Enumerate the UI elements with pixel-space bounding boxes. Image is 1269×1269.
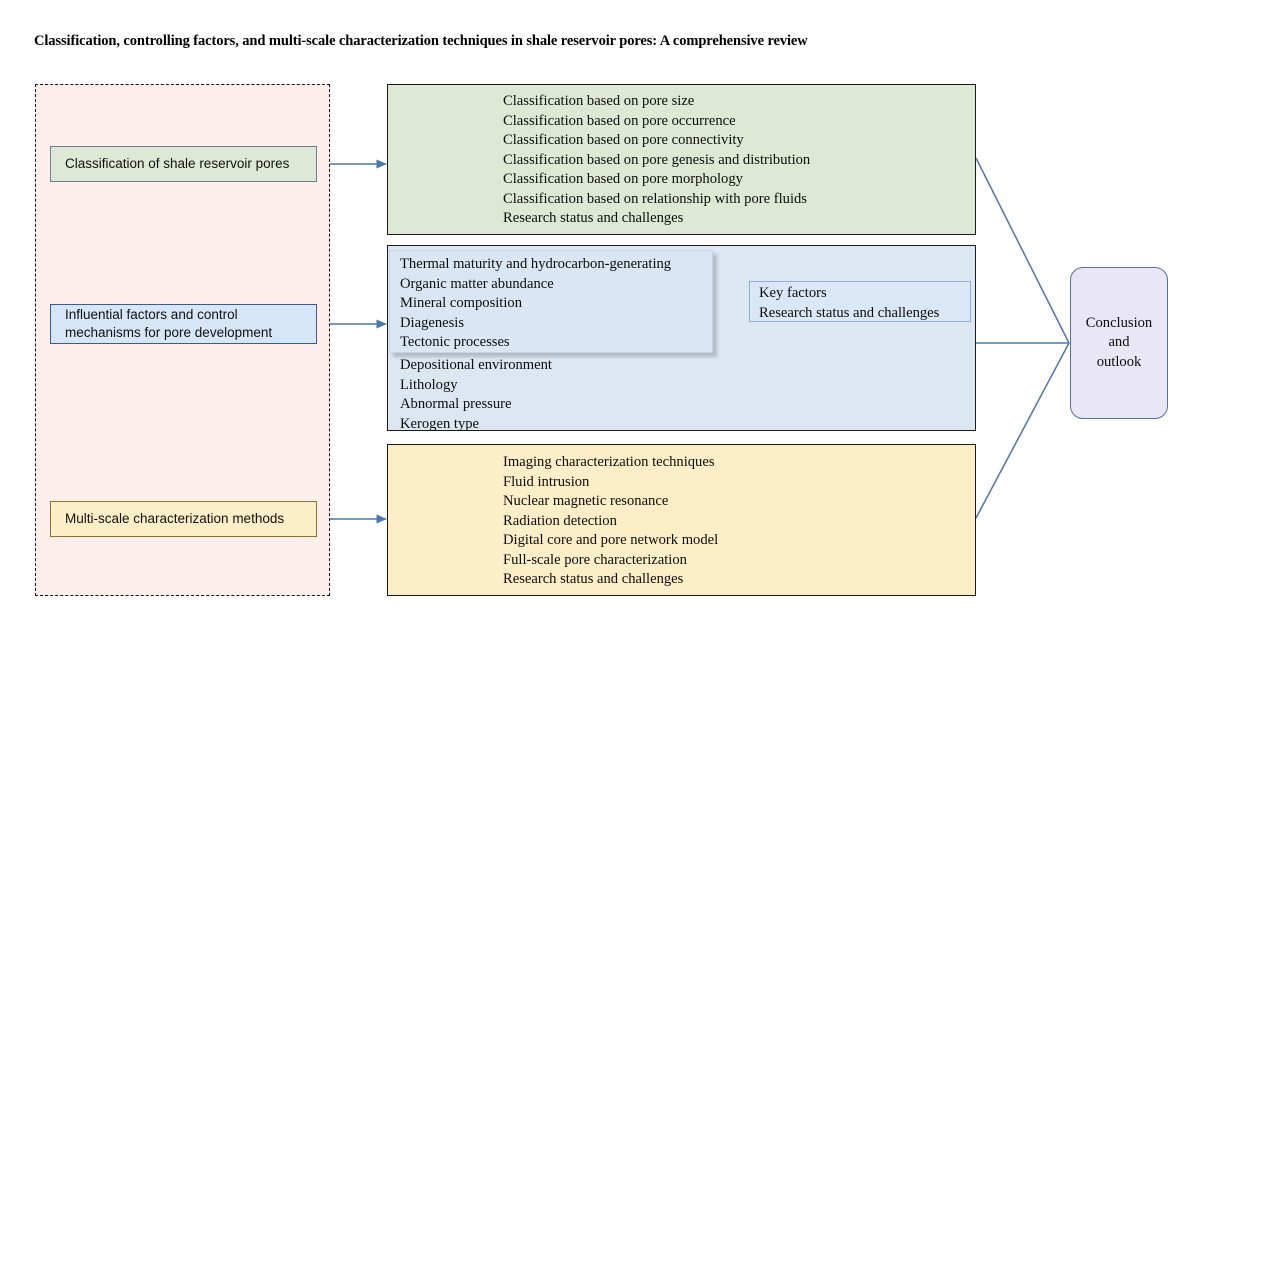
connector-to-conclusion xyxy=(975,157,1070,519)
stage-box-label: Influential factors and control mechanis… xyxy=(65,306,273,340)
stage-box-classification[interactable]: Classification of shale reservoir pores xyxy=(50,146,317,182)
list-item: Imaging characterization techniques xyxy=(503,454,715,470)
conclusion-line-2: and xyxy=(1108,334,1130,351)
list-item: Research status and challenges xyxy=(759,304,940,321)
stage-box-label: Multi-scale characterization methods xyxy=(65,510,285,526)
list-item: Lithology xyxy=(400,376,458,393)
list-item: Fluid intrusion xyxy=(503,473,590,490)
panel-classification: Classification based on pore size Classi… xyxy=(387,84,976,235)
list-item: Kerogen type xyxy=(400,415,480,432)
stage-box-characterization[interactable]: Multi-scale characterization methods xyxy=(50,501,317,537)
conclusion-line-3: outlook xyxy=(1096,353,1142,370)
list-item: Research status and challenges xyxy=(503,571,684,587)
key-factors-box: Key factors Research status and challeng… xyxy=(749,281,971,322)
list-item: Classification based on pore genesis and… xyxy=(503,151,811,168)
page-title: Classification, controlling factors, and… xyxy=(34,33,808,49)
list-item: Abnormal pressure xyxy=(400,396,512,412)
list-item: Tectonic processes xyxy=(400,334,510,350)
list-item: Classification based on pore size xyxy=(503,93,695,109)
conclusion-box[interactable]: Conclusion and outlook xyxy=(1070,267,1168,419)
list-item: Classification based on pore morphology xyxy=(503,171,743,187)
list-item: Classification based on pore occurrence xyxy=(503,112,736,129)
list-item: Research status and challenges xyxy=(503,210,684,226)
stage-box-influential-factors[interactable]: Influential factors and control mechanis… xyxy=(50,304,317,344)
list-item: Full-scale pore characterization xyxy=(503,551,687,568)
conclusion-line-1: Conclusion xyxy=(1085,314,1153,331)
list-item: Key factors xyxy=(759,285,827,301)
key-factors-list: Key factors Research status and challeng… xyxy=(750,282,970,323)
list-item: Depositional environment xyxy=(400,357,552,373)
stage-box-label: Classification of shale reservoir pores xyxy=(65,155,290,171)
list-item: Digital core and pore network model xyxy=(503,532,719,548)
primary-factors-box: Thermal maturity and hydrocarbon-generat… xyxy=(389,250,713,353)
list-item: Radiation detection xyxy=(503,512,617,529)
list-item: Organic matter abundance xyxy=(400,275,554,292)
list-item: Classification based on pore connectivit… xyxy=(503,132,744,148)
panel-characterization: Imaging characterization techniques Flui… xyxy=(387,444,976,596)
panel-influential-factors: Thermal maturity and hydrocarbon-generat… xyxy=(387,245,976,434)
list-item: Thermal maturity and hydrocarbon-generat… xyxy=(400,256,672,272)
characterization-list: Imaging characterization techniques Flui… xyxy=(388,445,975,590)
list-item: Nuclear magnetic resonance xyxy=(503,493,669,509)
primary-factors-list: Thermal maturity and hydrocarbon-generat… xyxy=(390,251,712,353)
list-item: Diagenesis xyxy=(400,314,465,331)
list-item: Classification based on relationship wit… xyxy=(503,190,807,207)
list-item: Mineral composition xyxy=(400,295,523,311)
classification-list: Classification based on pore size Classi… xyxy=(388,85,975,229)
secondary-factors-list: Depositional environment Lithology Abnor… xyxy=(390,356,552,434)
